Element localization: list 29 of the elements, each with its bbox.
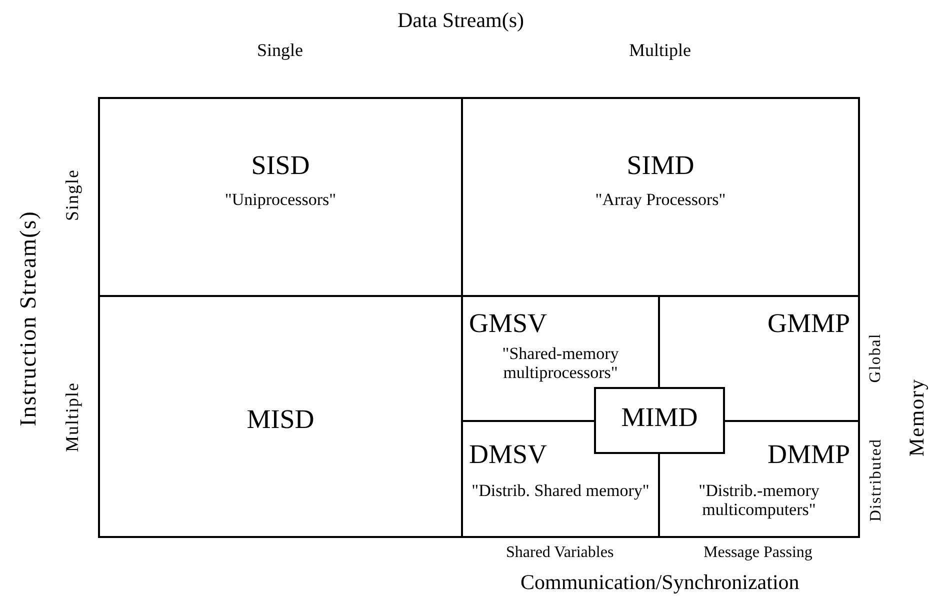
category-description: "Shared-memory multiprocessors" (501, 345, 620, 382)
category-name: SIMD (626, 151, 696, 181)
axis-label: Single (257, 41, 304, 59)
axis-title: Memory (906, 378, 928, 456)
axis-label: Single (63, 169, 81, 221)
category-name: DMMP (766, 440, 850, 470)
grid-cell (461, 97, 860, 297)
category-name: GMMP (766, 309, 850, 339)
axis-title: Communication/Synchronization (520, 572, 800, 592)
axis-label: Global (868, 333, 884, 383)
category-name: DMSV (469, 440, 548, 470)
category-description: "Distrib.-memory multicomputers" (698, 482, 820, 520)
grid-cell (98, 97, 463, 297)
axis-label: Shared Variables (506, 545, 614, 561)
axis-title: Instruction Stream(s) (16, 210, 40, 426)
category-name: MISD (246, 405, 316, 435)
category-description: "Array Processors" (594, 191, 727, 210)
axis-label: Message Passing (704, 545, 812, 561)
category-name: MIMD (620, 403, 699, 433)
category-name: GMSV (469, 309, 548, 339)
center-box (594, 387, 725, 454)
category-description: "Uniprocessors" (224, 191, 338, 210)
axis-label: Distributed (868, 438, 884, 522)
category-name: SISD (250, 151, 311, 181)
grid-cell (98, 295, 463, 538)
axis-label: Multiple (629, 41, 691, 59)
category-description: "Distrib. Shared memory" (470, 482, 650, 501)
axis-label: Multiple (63, 382, 81, 452)
axis-title: Data Stream(s) (398, 10, 524, 30)
